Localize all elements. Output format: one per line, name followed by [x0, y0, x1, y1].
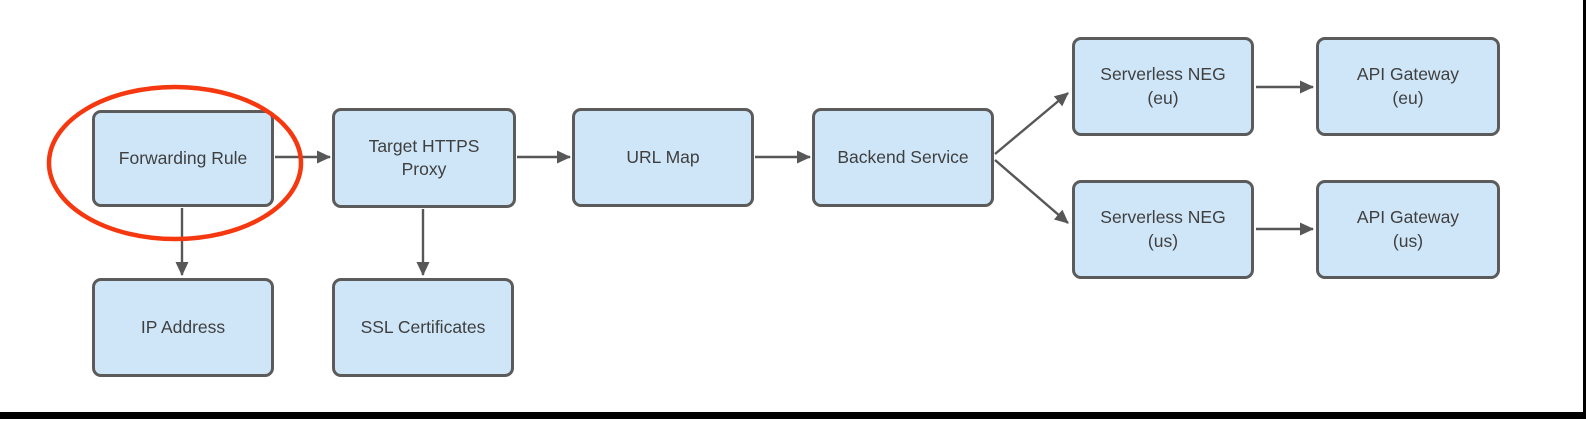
window-bottom-edge: [0, 412, 1586, 419]
arrow-backend-service-to-serverless-neg-eu: [994, 92, 1069, 155]
node-label: Serverless NEG (eu): [1100, 64, 1226, 108]
node-label: SSL Certificates: [360, 316, 486, 337]
node-ssl-certificates: SSL Certificates: [332, 278, 514, 377]
node-label: Serverless NEG (us): [1100, 207, 1226, 251]
window-right-edge: [1583, 0, 1586, 419]
node-api-gateway-eu: API Gateway (eu): [1316, 37, 1500, 136]
node-label: URL Map: [626, 146, 700, 167]
node-label: Target HTTPS Proxy: [368, 135, 480, 179]
node-url-map: URL Map: [572, 108, 754, 207]
node-backend-service: Backend Service: [812, 108, 994, 207]
node-ip-address: IP Address: [92, 278, 274, 377]
node-api-gateway-us: API Gateway (us): [1316, 180, 1500, 279]
arrow-backend-service-to-serverless-neg-us: [994, 159, 1069, 224]
node-forwarding-rule: Forwarding Rule: [92, 110, 274, 207]
node-label: IP Address: [140, 316, 226, 337]
node-label: API Gateway (us): [1356, 207, 1460, 251]
node-label: API Gateway (eu): [1356, 64, 1460, 108]
node-label: Backend Service: [837, 146, 969, 167]
node-serverless-neg-eu: Serverless NEG (eu): [1072, 37, 1254, 136]
node-target-https-proxy: Target HTTPS Proxy: [332, 108, 516, 208]
node-label: Forwarding Rule: [118, 147, 248, 168]
node-serverless-neg-us: Serverless NEG (us): [1072, 180, 1254, 279]
